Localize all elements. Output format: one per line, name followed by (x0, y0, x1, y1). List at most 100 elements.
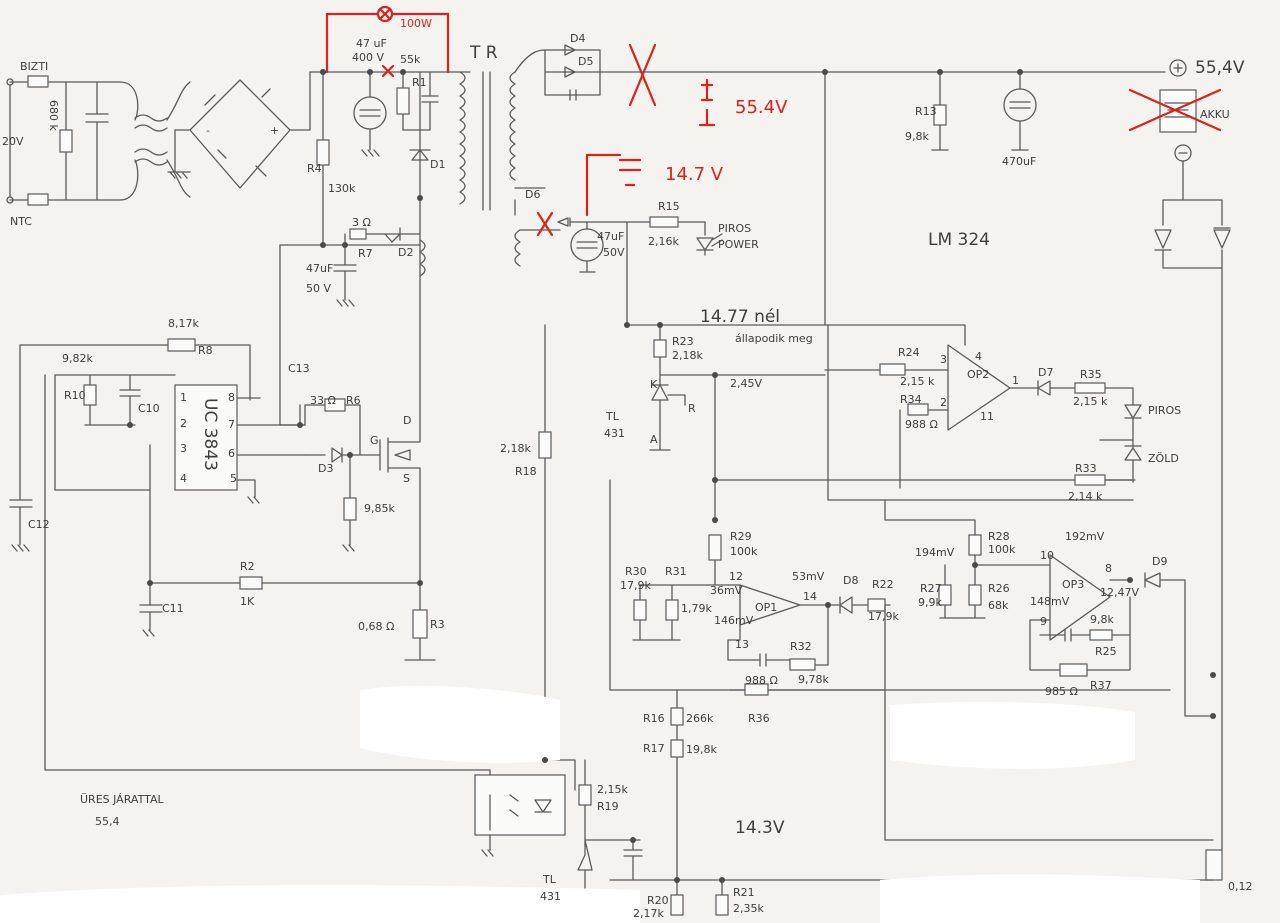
label-cap-50v-b: 50V (603, 246, 625, 259)
label-r27: R27 (920, 582, 942, 595)
resistor-r16 (670, 707, 684, 726)
label-r25: R25 (1095, 645, 1117, 658)
uc3843-ic (174, 384, 238, 491)
opamp-op3 (1049, 554, 1111, 641)
label-d7: D7 (1038, 366, 1053, 379)
resistor-r32 (789, 658, 816, 671)
fuse-symbol (27, 75, 49, 88)
label-op1: OP1 (755, 601, 777, 614)
resistor-r24 (879, 363, 906, 376)
label-r27-value: 9,9k (918, 596, 942, 609)
resistor-r25 (1089, 629, 1113, 641)
red-14v7-terminal (585, 153, 642, 217)
label-op3: OP3 (1062, 578, 1084, 591)
label-ntc: NTC (10, 215, 32, 228)
label-r4-value: 130k (328, 182, 356, 195)
label-r15-value: 2,16k (648, 235, 679, 248)
resistor-680k (59, 129, 73, 153)
controller-section: UC 3843 (9, 244, 491, 791)
label-r6: R6 (346, 394, 361, 407)
svg-text:9: 9 (1040, 615, 1047, 628)
label-d8: D8 (843, 574, 858, 587)
resistor-r26 (968, 584, 982, 606)
bridge-minus-label: - (206, 124, 210, 137)
resistor-r28 (968, 534, 982, 556)
label-r36: R36 (748, 712, 770, 725)
component-labels: BIZTI 20V NTC 680 k 47 uF 400 V 55k R1 R… (2, 32, 1253, 920)
bridge-rectifier (189, 79, 291, 189)
label-r19: R19 (597, 800, 619, 813)
bridge-plus-label: + (270, 124, 279, 137)
resistor-r33 (1074, 474, 1106, 486)
label-r25-value: 9,8k (1090, 613, 1114, 626)
label-r33-value: 2,14 k (1068, 490, 1103, 503)
label-r10-value: 9,82k (62, 352, 93, 365)
label-r19-value: 2,15k (597, 783, 628, 796)
crossed-out-diodes (628, 43, 657, 107)
svg-text:4: 4 (180, 472, 187, 485)
label-r32: R32 (790, 640, 812, 653)
label-piros-power-b: POWER (718, 238, 759, 251)
resistor-r23 (653, 339, 667, 358)
svg-text:10: 10 (1040, 549, 1054, 562)
label-tl431-bot: TL (542, 873, 557, 886)
label-tl431-bot-b: 431 (540, 890, 561, 903)
label-r2: R2 (240, 560, 255, 573)
label-r3-value: 0,68 Ω (358, 620, 394, 633)
resistor-r31 (665, 599, 679, 621)
label-r33: R33 (1075, 462, 1097, 475)
label-note-ures-b: 55,4 (95, 815, 120, 828)
svg-text:4: 4 (975, 350, 982, 363)
label-mosfet-d: D (403, 414, 411, 427)
label-r30: R30 (625, 565, 647, 578)
scan-erasures (0, 685, 1200, 923)
label-lm324: LM 324 (928, 230, 990, 250)
label-d1: D1 (430, 158, 445, 171)
resistor-r4 (316, 139, 330, 166)
label-r32-value: 9,78k (798, 673, 829, 686)
label-r8: R8 (198, 344, 213, 357)
plus-terminal (1169, 59, 1187, 77)
label-r13: R13 (915, 105, 937, 118)
label-c13-cap: 47uF (306, 262, 333, 275)
junction-dots (127, 69, 1133, 883)
svg-text:5: 5 (230, 472, 237, 485)
label-r29: R29 (730, 530, 752, 543)
label-cap-470uf: 470uF (1002, 155, 1036, 168)
label-r31-value: 1,79k (681, 602, 712, 615)
svg-text:7: 7 (228, 418, 235, 431)
label-r17: R17 (643, 742, 665, 755)
label-r34-value: 988 Ω (905, 418, 938, 431)
label-r24: R24 (898, 346, 920, 359)
resistor-r29 (708, 534, 722, 561)
svg-text:3: 3 (940, 353, 947, 366)
resistor-r3 (412, 609, 428, 639)
resistor-r35 (1074, 382, 1106, 394)
svg-text:8: 8 (228, 391, 235, 404)
svg-text:13: 13 (735, 638, 749, 651)
label-mosfet-g: G (370, 434, 379, 447)
label-r8-value: 8,17k (168, 317, 199, 330)
input-section: + - (6, 71, 311, 206)
svg-text:12: 12 (729, 570, 743, 583)
label-zold: ZÖLD (1148, 452, 1179, 465)
svg-text:1: 1 (1012, 374, 1019, 387)
crossed-out-akku (1128, 88, 1222, 132)
label-r18: R18 (515, 465, 537, 478)
label-v245: 2,45V (730, 377, 762, 390)
label-r34: R34 (900, 393, 922, 406)
label-cap-400v: 400 V (352, 51, 384, 64)
label-r18-value: 2,18k (500, 442, 531, 455)
resistor-r21 (715, 894, 729, 916)
label-r37-value: 985 Ω (1045, 685, 1078, 698)
label-r13-value: 9,8k (905, 130, 929, 143)
label-shunt: 0,12 (1228, 880, 1253, 893)
optocoupler (474, 774, 566, 836)
label-fuse: BIZTI (20, 60, 48, 73)
svg-text:11: 11 (980, 410, 994, 423)
resistor-r10 (83, 384, 97, 406)
label-v148mv: 148mV (1030, 595, 1070, 608)
label-r7-value: 3 Ω (352, 216, 371, 229)
label-v194mv: 194mV (915, 546, 955, 559)
